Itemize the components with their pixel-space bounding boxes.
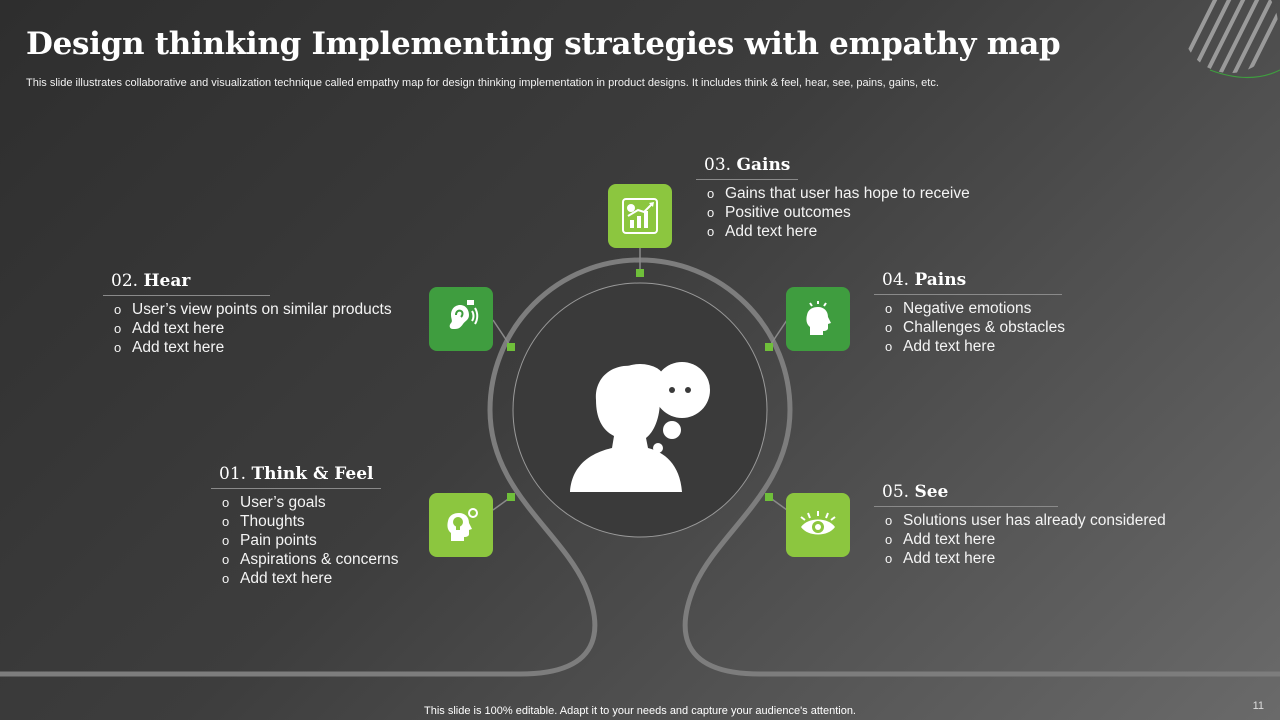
section-number: 05. [882, 482, 910, 502]
section-number: 02. [111, 271, 139, 291]
section-heading: 02. Hear [103, 271, 271, 296]
tile-pains [786, 287, 850, 351]
connector-dot-hear [507, 343, 515, 351]
section-name: Think & Feel [251, 464, 374, 484]
slide-title: Design thinking Implementing strategies … [26, 26, 1061, 62]
section-name: Pains [914, 270, 967, 290]
section-heading: 04. Pains [874, 270, 1063, 295]
eye-icon [800, 511, 836, 535]
tile-gains [608, 184, 672, 248]
section-heading: 01. Think & Feel [211, 464, 382, 489]
connector-dot-gains [636, 269, 644, 277]
slide-subtitle: This slide illustrates collaborative and… [26, 77, 939, 89]
section-name: See [914, 482, 949, 502]
page-number: 11 [1252, 700, 1264, 712]
decorative-striped-circle [1182, 0, 1280, 79]
stressed-head-icon [806, 301, 831, 335]
connector-dot-see [765, 493, 773, 501]
tile-see [786, 493, 850, 557]
growth-chart-icon [622, 198, 658, 234]
thinking-person-icon [570, 362, 710, 492]
ear-listening-icon [449, 300, 479, 329]
section-heading: 03. Gains [696, 155, 799, 180]
section-heading: 05. See [874, 482, 1059, 507]
footer-note: This slide is 100% editable. Adapt it to… [424, 705, 856, 717]
section-name: Hear [143, 271, 191, 291]
section-number: 04. [882, 270, 910, 290]
section-number: 01. [219, 464, 247, 484]
connector-dot-pains [765, 343, 773, 351]
tile-hear [429, 287, 493, 351]
section-number: 03. [704, 155, 732, 175]
tile-think-feel [429, 493, 493, 557]
connector-dot-think [507, 493, 515, 501]
head-lightbulb-icon [447, 508, 478, 541]
section-name: Gains [736, 155, 791, 175]
